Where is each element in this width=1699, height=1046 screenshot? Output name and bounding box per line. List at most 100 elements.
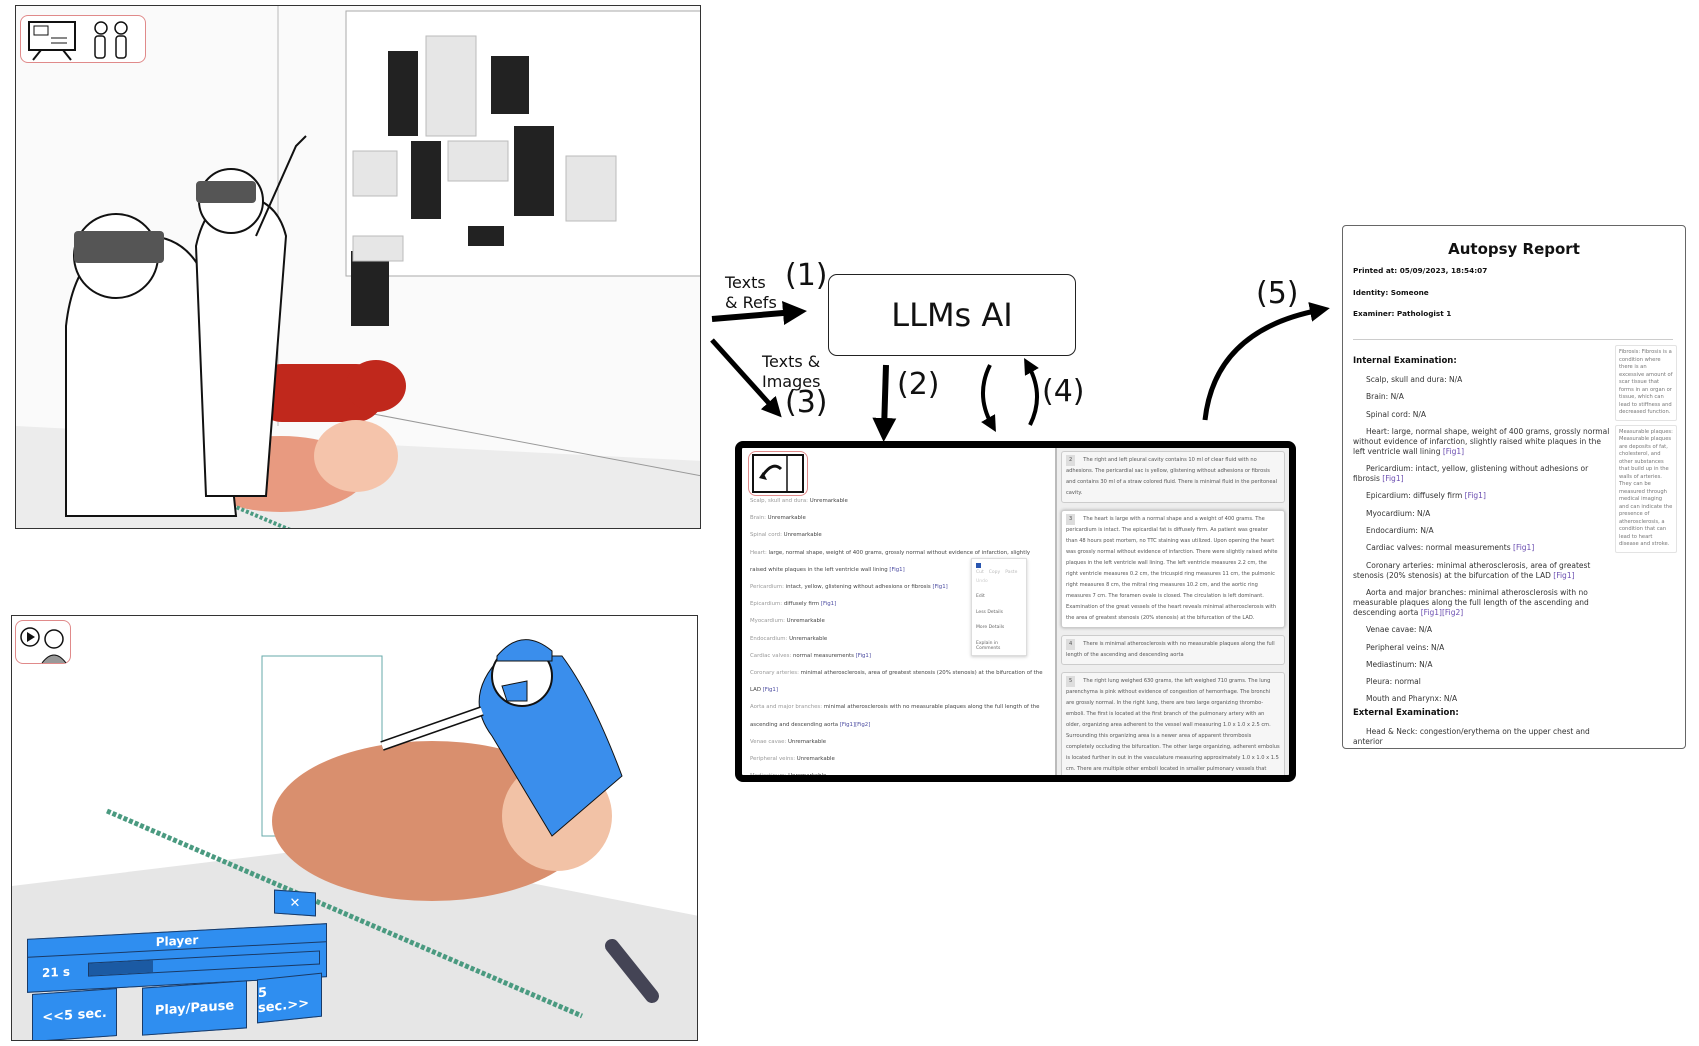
editor-line[interactable]: Peripheral veins: Unremarkable — [750, 751, 1045, 768]
report-item-text: Pleura: normal — [1366, 677, 1421, 687]
figure-link[interactable]: [Fig1][Fig2] — [839, 721, 871, 728]
editor-line[interactable]: Mediastinum: Unremarkable — [750, 768, 1045, 775]
step3-label: (3) — [785, 385, 828, 420]
document-reorder-icon — [752, 454, 804, 493]
menu-item[interactable]: Edit — [976, 594, 985, 599]
checkbox-icon[interactable] — [976, 563, 981, 568]
editor-line[interactable]: Aorta and major branches: minimal athero… — [750, 699, 1045, 733]
report-item: Pleura: normal — [1353, 677, 1611, 687]
card-number: 5 — [1066, 676, 1076, 687]
menu-item[interactable]: Paste — [1005, 570, 1018, 575]
report-item-text: Heart: large, normal shape, weight of 40… — [1353, 426, 1610, 456]
editor-line[interactable]: Epicardium: diffusely firm [Fig1] — [750, 596, 1045, 613]
card-number: 2 — [1066, 455, 1076, 466]
figure-link[interactable]: [Fig1][Fig2] — [1420, 607, 1464, 617]
board-images — [351, 51, 554, 326]
player-time: 21 s — [42, 964, 71, 981]
field-label: Brain: — [750, 515, 766, 522]
report-item: Coronary arteries: minimal atheroscleros… — [1353, 561, 1611, 581]
figure-link[interactable]: [Fig1] — [762, 687, 778, 694]
step5-label: (5) — [1256, 276, 1299, 311]
editor-line[interactable]: Brain: Unremarkable — [750, 510, 1045, 527]
external-exam-heading: External Examination: — [1353, 707, 1459, 718]
input-label-line: & Refs — [725, 293, 777, 312]
figure-link[interactable]: [Fig1] — [1553, 570, 1575, 580]
field-label: Pericardium: — [750, 584, 784, 591]
editor-line[interactable]: Venae cavae: Unremarkable — [750, 734, 1045, 751]
card-text: The right and left pleural cavity contai… — [1066, 457, 1278, 496]
report-item: Brain: N/A — [1353, 392, 1611, 402]
rewind-5s-button[interactable]: <<5 sec. — [32, 988, 117, 1040]
figure-link[interactable]: [Fig1] — [820, 601, 837, 608]
editor-line[interactable]: Coronary arteries: minimal atheroscleros… — [750, 665, 1045, 699]
field-value: Unremarkable — [789, 635, 828, 642]
figure-link[interactable]: [Fig1] — [855, 652, 871, 659]
figure-link[interactable]: [Fig1] — [1513, 543, 1535, 553]
menu-item[interactable]: Less Details — [976, 609, 1003, 615]
menu-item[interactable]: Undo — [976, 578, 988, 584]
menu-item[interactable]: Copy — [988, 570, 1001, 575]
editor-line[interactable]: Myocardium: Unremarkable — [750, 613, 1045, 630]
input-label-line: Images — [762, 372, 821, 391]
editor-line[interactable]: Pericardium: intact, yellow, glistening … — [750, 579, 1045, 596]
menu-item[interactable]: More Details — [976, 625, 1005, 630]
card-number: 3 — [1066, 514, 1076, 525]
field-value: minimal atherosclerosis, area of greates… — [750, 670, 1043, 694]
presentation-mode-badge — [20, 15, 146, 63]
editor-line[interactable]: Scalp, skull and dura: Unremarkable — [750, 493, 1045, 510]
field-value: intact, yellow, glistening without adhes… — [785, 584, 931, 591]
report-item-text: Endocardium: N/A — [1366, 526, 1434, 536]
arrow-step4-up — [1024, 358, 1040, 426]
figure-link[interactable]: [Fig1] — [1442, 446, 1465, 456]
editor-line[interactable]: Cardiac valves: normal measurements [Fig… — [750, 648, 1045, 665]
figure-link[interactable]: [Fig1] — [889, 566, 905, 573]
report-item: Peripheral veins: N/A — [1353, 643, 1611, 653]
input-texts-images-label: Texts &Images — [762, 352, 820, 392]
card-text: The heart is large with a normal shape a… — [1066, 516, 1278, 621]
arrow-step1 — [711, 301, 807, 325]
arrow-step5 — [1202, 302, 1330, 421]
report-item-text: Coronary arteries: minimal atheroscleros… — [1353, 560, 1591, 580]
figure-link[interactable]: [Fig1] — [932, 584, 948, 591]
editor-line[interactable]: Endocardium: Unremarkable — [750, 631, 1045, 648]
report-item: Endocardium: N/A — [1353, 526, 1611, 536]
field-label: Peripheral veins: — [750, 756, 796, 763]
report-item: Mouth and Pharynx: N/A — [1353, 694, 1611, 704]
report-item-text: Cardiac valves: normal measurements — [1366, 543, 1514, 553]
report-item: Myocardium: N/A — [1353, 509, 1611, 519]
menu-item[interactable]: Cut — [976, 570, 984, 575]
forward-5s-button[interactable]: 5 sec.>> — [257, 972, 322, 1024]
editor-line[interactable]: Heart: large, normal shape, weight of 40… — [750, 545, 1045, 579]
input-label-line: Texts & — [762, 352, 821, 371]
body-model — [272, 741, 592, 901]
report-item-text: Spinal cord: N/A — [1366, 409, 1427, 419]
play-pause-button[interactable]: Play/Pause — [142, 980, 247, 1036]
report-title: Autopsy Report — [1448, 240, 1580, 258]
arrow-step2 — [872, 364, 897, 442]
field-value: Unremarkable — [809, 498, 848, 504]
player-close-button[interactable]: ✕ — [274, 889, 316, 917]
presentation-board-icon — [28, 21, 128, 61]
report-body: Internal Examination:Scalp, skull and du… — [1353, 350, 1611, 748]
figure-link[interactable]: [Fig1] — [1464, 491, 1486, 501]
figure-link[interactable]: [Fig1] — [1382, 474, 1404, 484]
editor-line[interactable]: Spinal cord: Unremarkable — [750, 527, 1045, 544]
playback-mode-badge — [15, 620, 71, 664]
field-value: Unremarkable — [767, 515, 806, 522]
field-label: Endocardium: — [750, 635, 788, 642]
report-item-text: Brain: N/A — [1366, 392, 1404, 402]
arrow-step4-down — [980, 364, 996, 432]
menu-item[interactable]: Explain in Comments — [976, 640, 1001, 651]
field-value: normal measurements — [792, 652, 854, 659]
report-item: Epicardium: diffusely firm [Fig1] — [1353, 491, 1611, 501]
report-item-text: Epicardium: diffusely firm — [1366, 491, 1465, 501]
player-progress-bar[interactable] — [88, 950, 320, 977]
report-item-text: Myocardium: N/A — [1366, 508, 1431, 518]
report-item-text: Peripheral veins: N/A — [1366, 642, 1445, 652]
